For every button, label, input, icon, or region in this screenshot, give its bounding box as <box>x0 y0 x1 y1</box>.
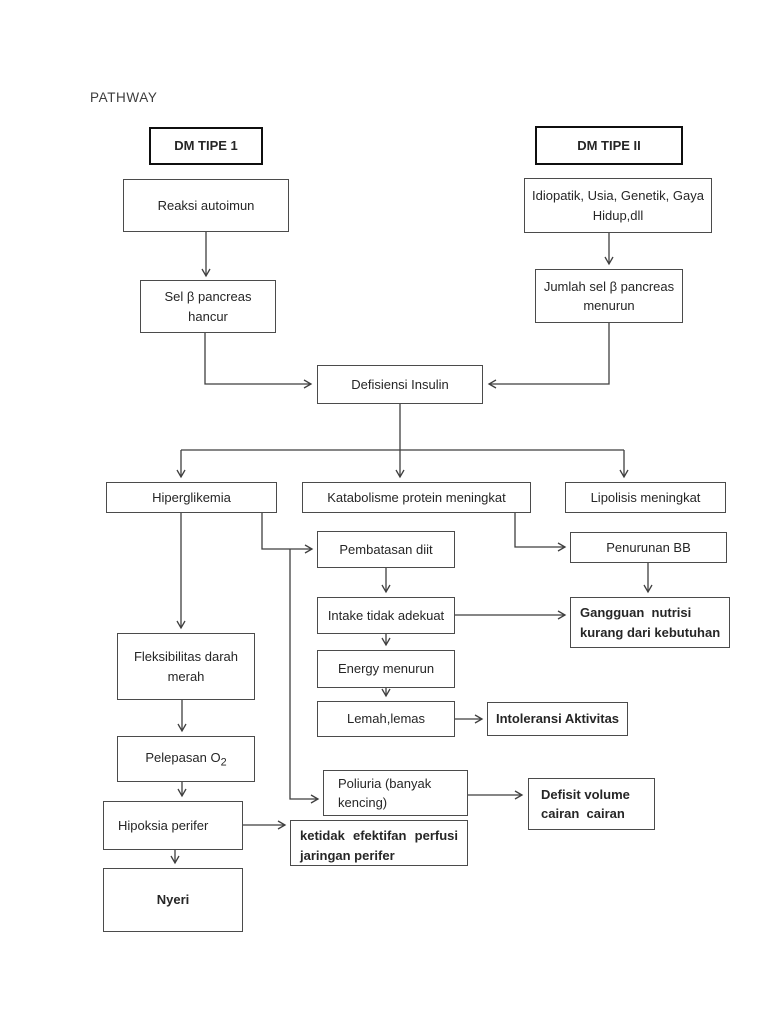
arrow-hiperglikemia-to-pembatasan <box>261 513 314 554</box>
node-gangguan-nutrisi: Gangguan nutrisi kurang dari kebutuhan <box>570 597 730 648</box>
node-lipolisis-meningkat-label: Lipolisis meningkat <box>590 489 701 505</box>
node-reaksi-autoimun: Reaksi autoimun <box>123 179 289 232</box>
node-penurunan-bb-label: Penurunan BB <box>606 539 691 555</box>
node-pelepasan-o2: Pelepasan O2 <box>117 736 255 782</box>
node-pelepasan-o2-text: Pelepasan O <box>145 749 221 765</box>
node-pelepasan-o2-label: Pelepasan O2 <box>145 748 226 771</box>
node-nyeri-label: Nyeri <box>156 892 190 908</box>
node-ketidakefektifan-perfusi-label: ketidak efektifan perfusi jaringan perif… <box>300 828 458 863</box>
node-fleksibilitas-darah-merah: Fleksibilitas darah merah <box>117 633 255 700</box>
node-reaksi-autoimun-label: Reaksi autoimun <box>157 197 255 213</box>
node-idiopatik: Idiopatik, Usia, Genetik, Gaya Hidup,dll <box>524 178 712 233</box>
node-energy-menurun-label: Energy menurun <box>337 661 435 677</box>
node-jumlah-sel-beta-menurun-label: Jumlah sel β pancreas menurun <box>543 278 675 314</box>
node-hipoksia-perifer: Hipoksia perifer <box>103 801 243 850</box>
arrow-jumlah-to-defisiensi <box>487 323 610 389</box>
node-poliuria: Poliuria (banyak kencing) <box>323 770 468 816</box>
node-defisiensi-insulin: Defisiensi Insulin <box>317 365 483 404</box>
node-dm-tipe-1: DM TIPE 1 <box>149 127 263 165</box>
node-dm-tipe-2: DM TIPE II <box>535 126 683 165</box>
node-lemah-lemas: Lemah,lemas <box>317 701 455 737</box>
node-intoleransi-aktivitas-label: Intoleransi Aktivitas <box>495 711 620 727</box>
node-pembatasan-diit-label: Pembatasan diit <box>339 541 433 557</box>
node-pelepasan-o2-subscript: 2 <box>220 756 227 769</box>
node-idiopatik-label: Idiopatik, Usia, Genetik, Gaya Hidup,dll <box>532 188 704 223</box>
node-lemah-lemas-label: Lemah,lemas <box>346 711 426 727</box>
arrow-selbeta-to-defisiensi <box>204 333 313 389</box>
node-sel-beta-pancreas-hancur: Sel β pancreas hancur <box>140 280 276 333</box>
node-poliuria-label: Poliuria (banyak kencing) <box>338 775 432 811</box>
node-hiperglikemia-label: Hiperglikemia <box>152 489 231 505</box>
node-intake-tidak-adekuat: Intake tidak adekuat <box>317 597 455 634</box>
arrow-branch-to-poliuria <box>289 549 320 804</box>
node-penurunan-bb: Penurunan BB <box>570 532 727 563</box>
node-jumlah-sel-beta-menurun: Jumlah sel β pancreas menurun <box>535 269 683 323</box>
node-gangguan-nutrisi-label: Gangguan nutrisi kurang dari kebutuhan <box>580 605 721 640</box>
node-energy-menurun: Energy menurun <box>317 650 455 688</box>
node-hiperglikemia: Hiperglikemia <box>106 482 277 513</box>
node-sel-beta-pancreas-hancur-label: Sel β pancreas hancur <box>164 289 252 324</box>
node-hipoksia-perifer-label: Hipoksia perifer <box>118 817 209 833</box>
node-ketidakefektifan-perfusi: ketidak efektifan perfusi jaringan perif… <box>290 820 468 866</box>
node-katabolisme-protein-label: Katabolisme protein meningkat <box>327 489 506 505</box>
node-defisiensi-insulin-label: Defisiensi Insulin <box>351 376 449 392</box>
node-intake-tidak-adekuat-label: Intake tidak adekuat <box>327 607 445 623</box>
node-pembatasan-diit: Pembatasan diit <box>317 531 455 568</box>
node-lipolisis-meningkat: Lipolisis meningkat <box>565 482 726 513</box>
node-dm-tipe-1-label: DM TIPE 1 <box>174 138 238 154</box>
node-intoleransi-aktivitas: Intoleransi Aktivitas <box>487 702 628 736</box>
arrow-katabolisme-to-penurunan <box>514 513 567 552</box>
node-katabolisme-protein: Katabolisme protein meningkat <box>302 482 531 513</box>
node-fleksibilitas-darah-merah-label: Fleksibilitas darah merah <box>133 649 239 684</box>
node-defisit-volume-cairan: Defisit volume cairan cairan <box>528 778 655 830</box>
node-defisit-volume-cairan-label: Defisit volume cairan cairan <box>541 786 630 822</box>
node-dm-tipe-2-label: DM TIPE II <box>577 137 641 153</box>
page-title: PATHWAY <box>90 90 158 105</box>
node-nyeri: Nyeri <box>103 868 243 932</box>
